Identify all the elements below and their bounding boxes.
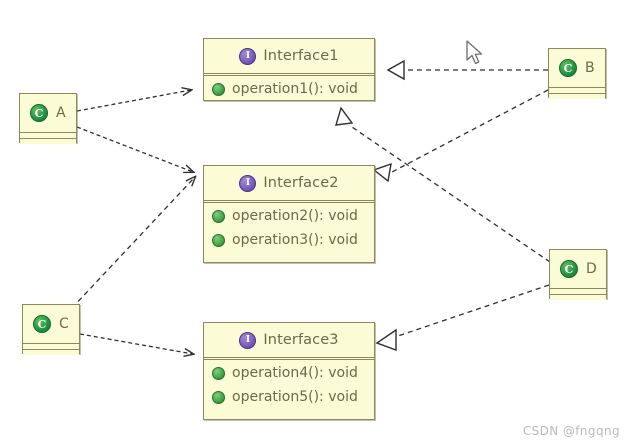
class-operations-compartment — [20, 139, 76, 144]
class-icon-letter: C — [564, 262, 574, 276]
class-icon: C — [33, 315, 51, 333]
edge-b-to-interface2 — [372, 89, 549, 183]
interface-icon-letter: I — [245, 334, 251, 345]
class-box-c[interactable]: C C — [22, 304, 80, 355]
interface3-title: Interface3 — [263, 332, 339, 348]
class-attributes-compartment — [20, 133, 76, 139]
edge-c-to-interface2 — [71, 177, 195, 309]
operation-label: operation2(): void — [232, 208, 358, 224]
class-box-d[interactable]: C D — [549, 249, 607, 300]
interface-box-interface2[interactable]: I Interface2 operation2(): void operatio… — [203, 165, 375, 263]
operation-label: operation1(): void — [232, 81, 358, 97]
class-icon: C — [30, 104, 48, 122]
operation-bullet-icon — [212, 366, 225, 380]
class-b-name: B — [585, 60, 595, 76]
class-d-name: D — [586, 261, 597, 277]
interface-icon-letter: I — [245, 50, 251, 61]
operation-label: operation4(): void — [232, 365, 358, 381]
class-icon: C — [560, 260, 578, 278]
interface2-operations: operation2(): void operation3(): void — [204, 201, 374, 256]
class-c-name: C — [59, 316, 69, 332]
operation-bullet-icon — [212, 209, 225, 223]
class-box-b[interactable]: C B — [548, 48, 606, 99]
class-box-a[interactable]: C A — [19, 93, 77, 144]
edge-d-to-interface3 — [375, 284, 550, 352]
class-a-header: C A — [20, 94, 76, 133]
class-icon-letter: C — [34, 106, 44, 120]
interface2-header: I Interface2 — [204, 166, 374, 203]
class-attributes-compartment — [550, 289, 606, 295]
class-c-header: C C — [23, 305, 79, 344]
class-d-header: C D — [550, 250, 606, 289]
class-icon-letter: C — [37, 317, 47, 331]
operation-label: operation3(): void — [232, 232, 358, 248]
interface1-operations: operation1(): void — [204, 74, 374, 105]
mouse-pointer-icon — [466, 40, 483, 65]
interface2-title: Interface2 — [263, 175, 339, 191]
operation-bullet-icon — [212, 390, 225, 404]
interface-icon-letter: I — [245, 177, 251, 188]
edge-a-to-interface1 — [76, 90, 191, 112]
operation-row[interactable]: operation5(): void — [204, 385, 374, 409]
interface-icon: I — [239, 331, 257, 349]
watermark-text: CSDN @fngqng — [522, 424, 620, 438]
class-a-name: A — [56, 105, 66, 121]
class-attributes-compartment — [549, 88, 605, 94]
operation-bullet-icon — [212, 233, 225, 247]
class-operations-compartment — [550, 295, 606, 300]
interface1-title: Interface1 — [263, 48, 339, 64]
operation-label: operation5(): void — [232, 389, 358, 405]
interface3-header: I Interface3 — [204, 323, 374, 360]
operation-row[interactable]: operation1(): void — [204, 77, 374, 101]
interface3-operations: operation4(): void operation5(): void — [204, 358, 374, 413]
class-attributes-compartment — [23, 344, 79, 350]
interface-box-interface3[interactable]: I Interface3 operation4(): void operatio… — [203, 322, 375, 420]
interface-icon: I — [239, 174, 257, 192]
class-operations-compartment — [23, 350, 79, 355]
operation-row[interactable]: operation4(): void — [204, 361, 374, 385]
operation-row[interactable]: operation3(): void — [204, 228, 374, 252]
edge-a-to-interface2 — [76, 126, 193, 172]
edge-c-to-interface3 — [79, 333, 193, 354]
class-icon: C — [559, 59, 577, 77]
class-b-header: C B — [549, 49, 605, 88]
class-operations-compartment — [549, 94, 605, 99]
operation-row[interactable]: operation2(): void — [204, 204, 374, 228]
class-icon-letter: C — [563, 61, 573, 75]
interface-box-interface1[interactable]: I Interface1 operation1(): void — [203, 38, 375, 101]
interface1-header: I Interface1 — [204, 39, 374, 76]
operation-bullet-icon — [212, 82, 225, 96]
interface-icon: I — [239, 47, 257, 65]
